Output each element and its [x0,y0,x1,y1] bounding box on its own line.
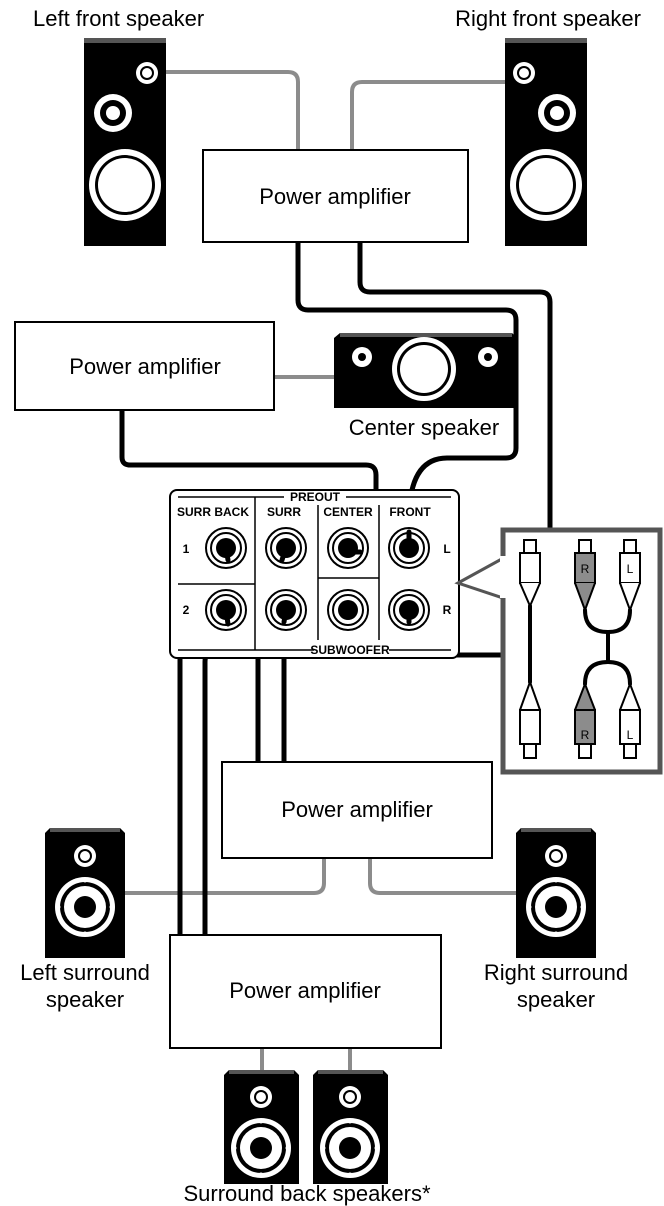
plug-r-top-label: R [581,562,590,576]
center-speaker [334,333,517,408]
right-surround-speaker [516,828,596,958]
center-speaker-label: Center speaker [349,415,499,440]
jack-center[interactable] [327,527,369,569]
surround-back-power-amplifier-label: Power amplifier [229,978,381,1003]
plug-r-bottom-label: R [581,728,590,742]
col-surr-back-label: SURR BACK [177,505,249,519]
front-left-label: L [443,542,450,556]
left-front-speaker [84,38,166,246]
col-surr-label: SURR [267,505,301,519]
jack-subwoofer[interactable] [327,589,369,631]
speaker-wires [125,70,516,1070]
center-power-amplifier: Power amplifier [14,321,275,411]
right-front-speaker [505,38,587,246]
row-1-label: 1 [183,542,190,556]
left-surround-label-line1: Left surround [20,960,150,985]
left-front-speaker-label: Left front speaker [33,6,204,31]
right-surround-label-line1: Right surround [484,960,628,985]
surround-power-amplifier-label: Power amplifier [281,797,433,822]
plug-l-bottom: L [619,681,641,759]
front-right-label: R [443,603,452,617]
right-front-speaker-label: Right front speaker [455,6,641,31]
row-2-label: 2 [183,603,190,617]
preout-header: PREOUT [290,490,341,504]
surround-back-speaker-left [224,1070,299,1184]
plug-r-top: R [574,539,596,613]
col-front-label: FRONT [389,505,431,519]
surround-back-speakers-label: Surround back speakers* [183,1181,430,1206]
surround-back-power-amplifier: Power amplifier [169,934,442,1049]
plug-l-top-label: L [627,562,634,576]
plug-r-bottom: R [574,681,596,759]
surround-back-speaker-right [313,1070,388,1184]
plug-l-top: L [619,539,641,613]
right-surround-label-line2: speaker [517,987,595,1012]
front-power-amplifier-label: Power amplifier [259,184,411,209]
plug-mono-bottom [519,679,541,759]
left-surround-speaker [45,828,125,958]
left-surround-label-line2: speaker [46,987,124,1012]
plug-mono-top [519,539,541,609]
center-power-amplifier-label: Power amplifier [69,354,221,379]
col-center-label: CENTER [323,505,373,519]
preout-panel: PREOUT SURR BACK SURR CENTER FRONT 1 2 L… [169,489,460,659]
surround-power-amplifier: Power amplifier [221,761,493,859]
cable-inset: R L R L [454,527,663,775]
subwoofer-label: SUBWOOFER [310,643,390,657]
plug-l-bottom-label: L [627,728,634,742]
front-power-amplifier: Power amplifier [202,149,469,243]
